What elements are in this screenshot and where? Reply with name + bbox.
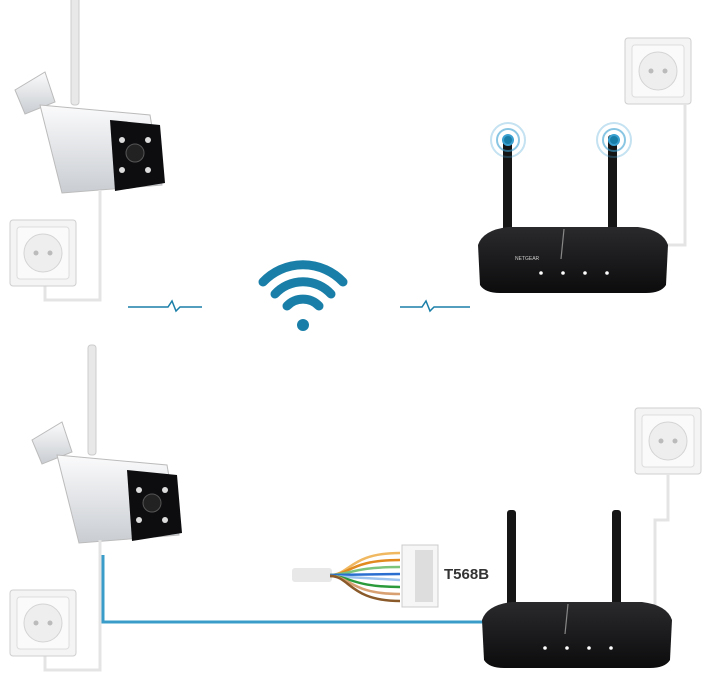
wall-socket-icon — [9, 589, 77, 657]
rj45-connector-icon — [292, 544, 439, 608]
router-power-cable — [660, 104, 687, 247]
wall-socket-icon — [624, 37, 692, 105]
wifi-broadcast-icon — [490, 122, 632, 158]
wall-socket-icon — [634, 407, 702, 475]
camera-power-cable — [43, 190, 102, 302]
ethernet-cable — [101, 555, 488, 624]
router-brand-logo: NETGEAR — [515, 256, 540, 262]
camera-power-cable — [43, 540, 102, 672]
wifi-signal-icon — [258, 260, 348, 331]
router-power-cable — [653, 474, 670, 605]
cable-standard-label: T568B — [444, 566, 490, 583]
signal-wave-icon — [400, 299, 470, 313]
wireless-camera — [14, 0, 166, 194]
wifi-router-icon: NETGEAR — [477, 134, 669, 294]
wall-socket-icon — [9, 219, 77, 287]
wired-router-icon — [481, 509, 673, 669]
signal-wave-icon — [128, 299, 202, 313]
wired-camera — [31, 344, 183, 544]
